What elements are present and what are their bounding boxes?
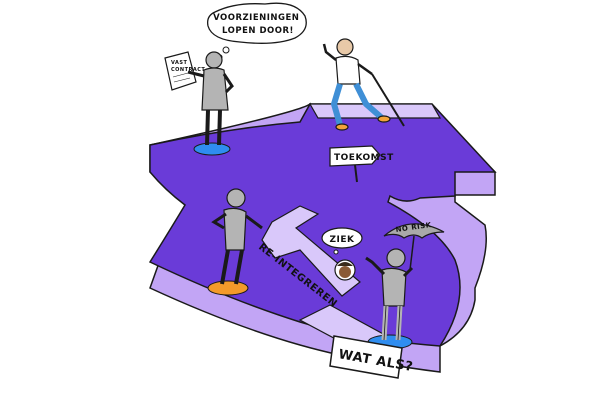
sick-bubble: ZIEK (321, 227, 363, 255)
paper-note-text: VAST CONTRACT (171, 60, 205, 73)
figure-man-umbrella: NO RISK (365, 221, 445, 341)
sign-future: TOEKOMST (329, 145, 394, 183)
speech-bubble-line-2: LOPEN DOOR! (222, 26, 294, 36)
speech-bubble-text: VOORZIENINGEN LOPEN DOOR! (213, 13, 303, 36)
sign-future-text: TOEKOMST (334, 153, 394, 163)
speech-bubble: VOORZIENINGEN LOPEN DOOR! (207, 2, 307, 60)
disc-blue-top (193, 142, 231, 156)
speech-bubble-line-1: VOORZIENINGEN (213, 13, 299, 23)
paper-note-line-1: VAST (171, 60, 188, 66)
disc-orange (207, 280, 249, 296)
figure-woman-paper: VAST CONTRACT (164, 51, 234, 146)
figure-man-cane (322, 38, 405, 131)
sign-question: WAT ALS? (329, 335, 414, 379)
figure-woman-gesturing (211, 188, 263, 285)
umbrella-icon (383, 223, 445, 239)
paper-note: VAST CONTRACT (164, 51, 205, 91)
sick-bubble-text: ZIEK (330, 235, 356, 245)
paper-note-line-2: CONTRACT (171, 67, 205, 73)
sick-face-icon (334, 259, 356, 281)
